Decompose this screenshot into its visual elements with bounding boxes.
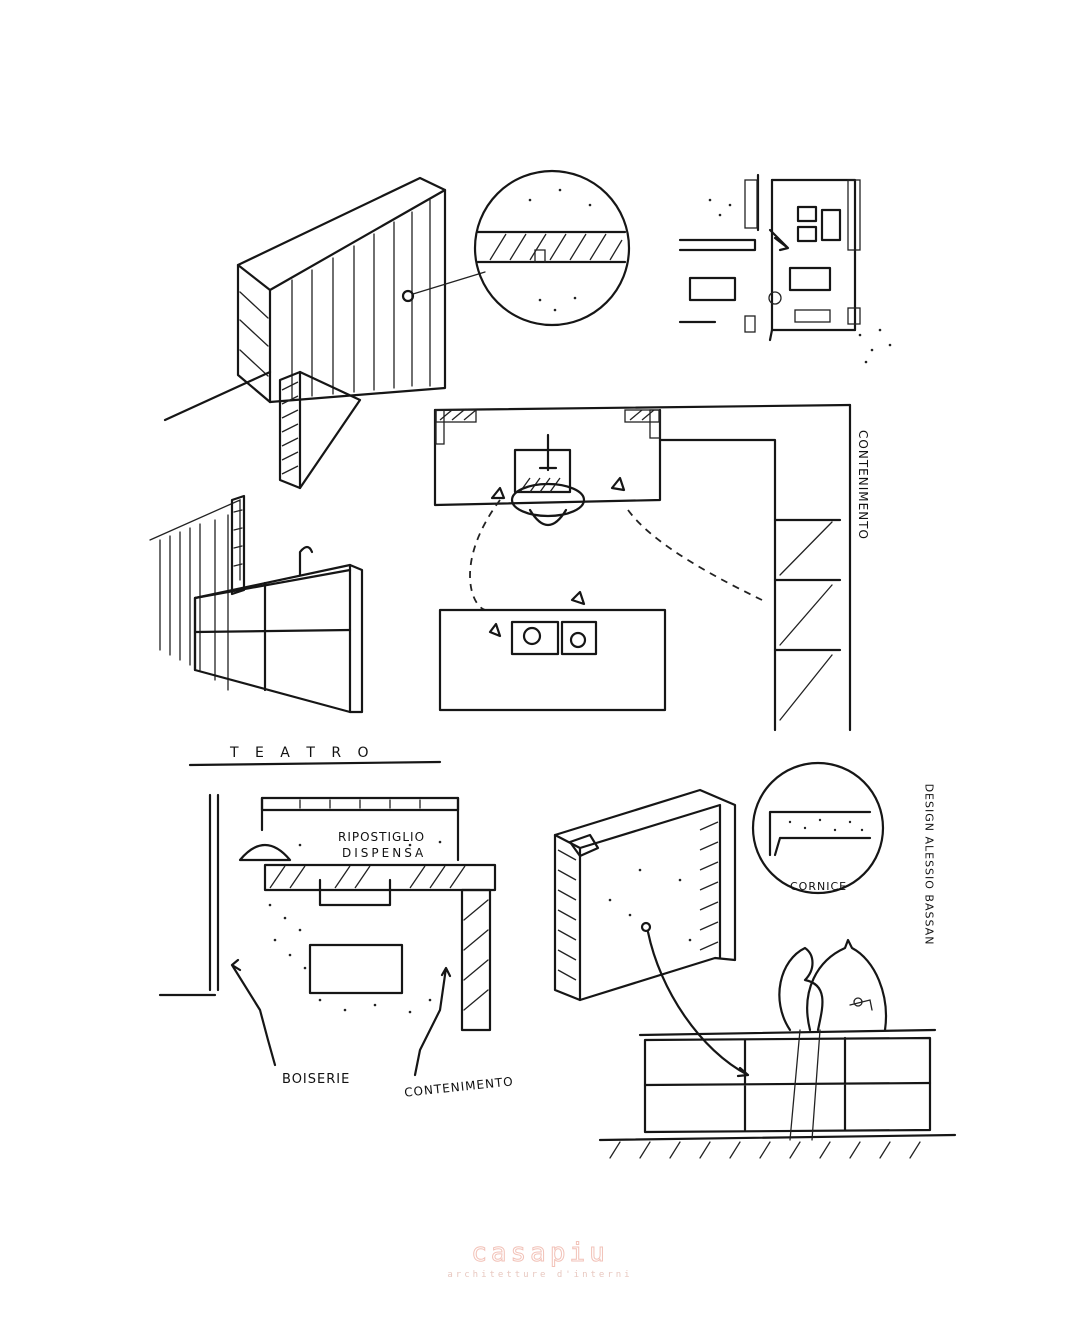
wall-panel-perspective [553, 788, 750, 1078]
label-cornice: CORNICE [790, 880, 848, 893]
label-contenimento-vertical: CONTENIMENTO [855, 430, 870, 540]
label-ripostiglio: RIPOSTIGLIO [338, 830, 426, 844]
detail-circle-cornice [751, 761, 885, 895]
island-perspective [149, 494, 364, 714]
teatro-title-underline [188, 760, 442, 767]
floor-plan-small [678, 173, 892, 364]
designer-signature: DESIGN ALESSIO BASSAN [922, 783, 936, 946]
title-teatro: T E A T R O [230, 745, 375, 761]
detail-circle-top [473, 169, 631, 327]
label-dispensa: DISPENSA [342, 846, 427, 860]
low-cabinet-figures [598, 938, 957, 1159]
watermark-logo: casapiu [471, 1238, 609, 1269]
watermark-tagline: architetture d'interni [447, 1270, 633, 1280]
teatro-plan [158, 793, 497, 1077]
slatted-wall-perspective [163, 176, 486, 490]
label-boiserie: BOISERIE [282, 1072, 351, 1087]
kitchen-plan [433, 403, 852, 732]
